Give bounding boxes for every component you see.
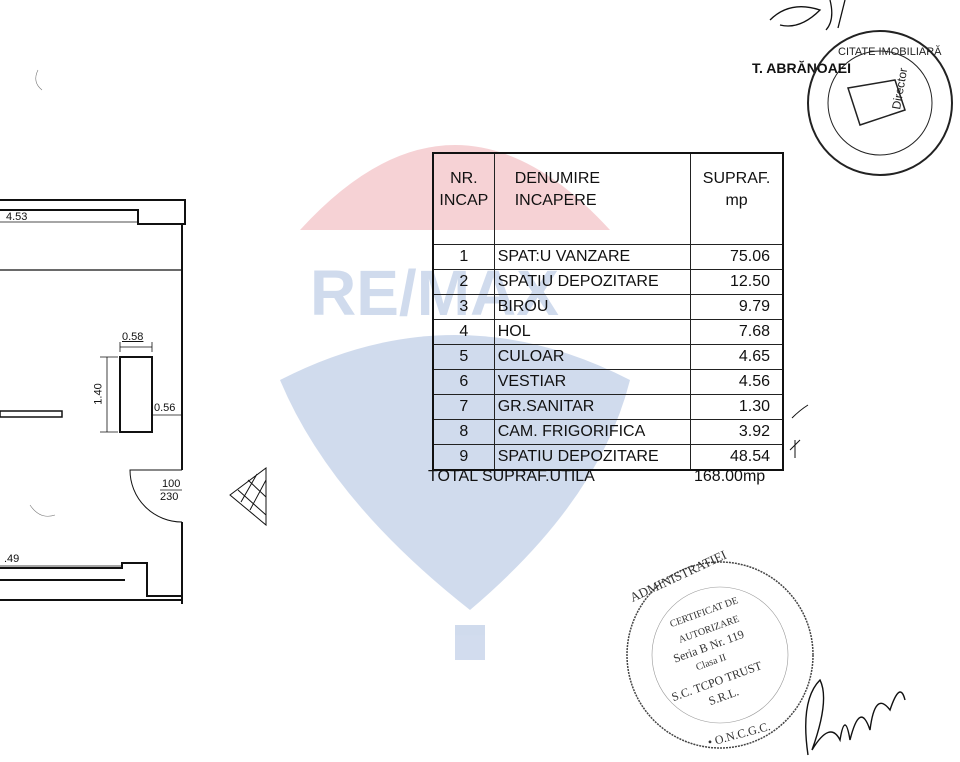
table-cell: 5 <box>432 344 495 370</box>
header-area: SUPRAF.mp <box>690 152 784 245</box>
table-cell: SPATIU DEPOZITARE <box>493 444 692 471</box>
dim-bottom-wall: .49 <box>4 553 20 565</box>
table-cell: GR.SANITAR <box>493 394 692 420</box>
table-cell: VESTIAR <box>493 369 692 395</box>
table-cell: 2 <box>432 269 495 295</box>
dim-door-width: 100 <box>162 478 181 490</box>
total-value: 168.00mp <box>694 468 766 485</box>
dim-door-height: 230 <box>160 491 179 503</box>
top-wall <box>0 199 186 225</box>
header-nr: NR.INCAP <box>432 152 495 245</box>
dim-column-width: 0.58 <box>122 331 144 343</box>
column <box>119 356 153 433</box>
top-signature <box>769 0 846 31</box>
signatory-name: T. ABRĂNOAEI <box>752 60 852 76</box>
table-cell: 1.30 <box>690 394 784 420</box>
cadastre-stamp: CITATE IMOBILIARĂ Director <box>807 30 953 176</box>
table-cell: 3.92 <box>690 419 784 445</box>
bottom-signature <box>805 678 906 756</box>
table-cell: CAM. FRIGORIFICA <box>493 419 692 445</box>
bottom-wall <box>0 562 183 604</box>
table-cell: 75.06 <box>690 244 784 270</box>
svg-text:ADMINISTRATIEI: ADMINISTRATIEI <box>627 547 728 605</box>
dim-column-gap: 0.56 <box>154 402 176 414</box>
door-swing <box>129 469 183 523</box>
table-cell: 8 <box>432 419 495 445</box>
dim-top-wall: 4.53 <box>6 211 28 223</box>
total-label: TOTAL SUPRAF.UTILA <box>428 468 595 485</box>
table-cell: 48.54 <box>690 444 784 471</box>
svg-text:Director: Director <box>889 67 910 111</box>
svg-text:• O.N.C.G.C.: • O.N.C.G.C. <box>706 719 772 749</box>
table-cell: 3 <box>432 294 495 320</box>
table-cell: 7.68 <box>690 319 784 345</box>
table-cell: BIROU <box>493 294 692 320</box>
table-cell: 9 <box>432 444 495 471</box>
table-cell: 12.50 <box>690 269 784 295</box>
authorization-stamp: CERTIFICAT DE AUTORIZARE Seria B Nr. 119… <box>626 547 814 749</box>
svg-text:CITATE IMOBILIARĂ: CITATE IMOBILIARĂ <box>838 45 942 58</box>
table-cell: 9.79 <box>690 294 784 320</box>
table-cell: SPAT:U VANZARE <box>493 244 692 270</box>
north-arrow-hatch <box>229 467 267 527</box>
table-cell: 4.65 <box>690 344 784 370</box>
table-cell: 1 <box>432 244 495 270</box>
